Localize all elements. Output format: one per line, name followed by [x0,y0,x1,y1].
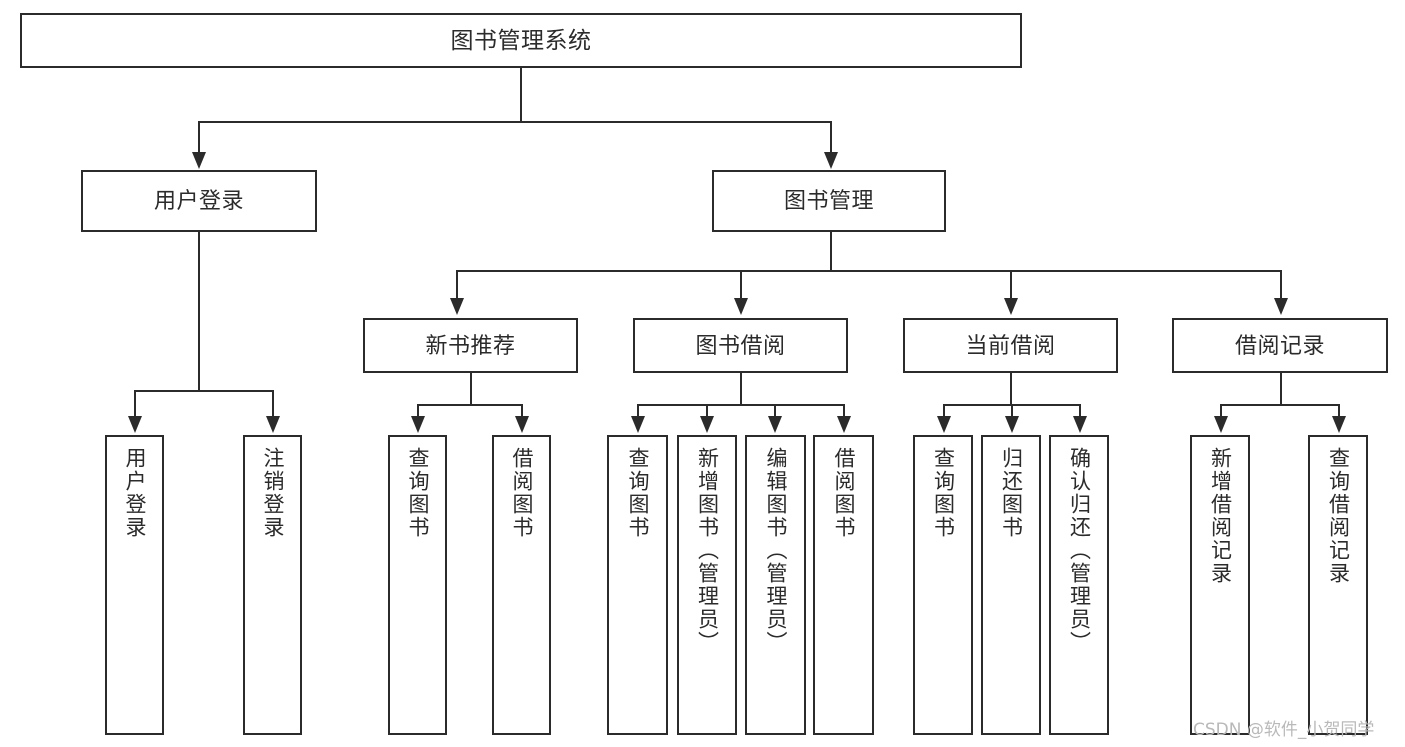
node-leaf-add-record[interactable]: 新增借阅记录 [1190,435,1250,735]
node-leaf-query-record[interactable]: 查询借阅记录 [1308,435,1368,735]
node-leaf-return-book[interactable]: 归还图书 [981,435,1041,735]
arrowhead-new-book-rec [450,298,464,315]
connector-book-mgmt-stem [830,232,832,272]
connector-drop-leaf-logout [272,390,274,418]
arrowhead-leaf-query-record [1332,416,1346,433]
node-leaf-query-book-3-label: 查询图书 [931,447,955,539]
connector-book-borrow-bus [637,404,845,406]
node-leaf-query-book-2[interactable]: 查询图书 [607,435,668,735]
node-leaf-return-book-label: 归还图书 [999,447,1023,539]
arrowhead-leaf-confirm-return [1073,416,1087,433]
arrowhead-leaf-query-book-2 [631,416,645,433]
node-root-label: 图书管理系统 [450,26,592,53]
node-leaf-borrow-book-1-label: 借阅图书 [510,447,533,539]
connector-drop-user-login [198,121,200,154]
node-leaf-query-book-3[interactable]: 查询图书 [913,435,973,735]
node-leaf-logout-label: 注销登录 [261,447,284,539]
node-leaf-borrow-book-2-label: 借阅图书 [832,447,855,539]
connector-new-book-rec-bus [417,404,523,406]
arrowhead-leaf-edit-book [768,416,782,433]
connector-borrow-record-bus [1220,404,1340,406]
arrowhead-leaf-borrow-book-2 [837,416,851,433]
connector-drop-leaf-add-record [1220,404,1222,418]
node-user-login-label: 用户登录 [153,188,244,214]
arrowhead-book-borrow [734,298,748,315]
node-leaf-query-record-label: 查询借阅记录 [1326,447,1350,585]
arrowhead-leaf-add-book [700,416,714,433]
arrowhead-leaf-query-book-1 [411,416,425,433]
node-leaf-user-login[interactable]: 用户登录 [105,435,164,735]
connector-drop-current-borrow [1010,270,1012,300]
node-new-book-recommend-label: 新书推荐 [425,332,516,358]
arrowhead-book-mgmt [824,152,838,169]
node-book-management[interactable]: 图书管理 [712,170,946,232]
connector-drop-leaf-add-book [706,404,708,418]
connector-user-login-stem [198,232,200,392]
node-leaf-borrow-book-1[interactable]: 借阅图书 [492,435,551,735]
connector-borrow-record-stem [1280,373,1282,405]
connector-drop-leaf-borrow-book-2 [843,404,845,418]
node-current-borrow[interactable]: 当前借阅 [903,318,1118,373]
node-borrow-record[interactable]: 借阅记录 [1172,318,1388,373]
arrowhead-borrow-record [1274,298,1288,315]
connector-drop-book-borrow [740,270,742,300]
watermark-csdn: CSDN @软件_小贺同学 [1193,720,1375,740]
node-borrow-record-label: 借阅记录 [1234,332,1325,358]
connector-level2-bus [198,121,832,123]
node-leaf-query-book-2-label: 查询图书 [626,447,649,539]
connector-user-login-bus [134,390,274,392]
node-user-login[interactable]: 用户登录 [81,170,317,232]
connector-current-borrow-stem [1010,373,1012,405]
connector-drop-leaf-confirm-return [1079,404,1081,418]
node-root[interactable]: 图书管理系统 [20,13,1022,68]
connector-drop-leaf-borrow-book-1 [521,404,523,418]
node-leaf-query-book-1-label: 查询图书 [406,447,429,539]
connector-root-stem [520,68,522,122]
connector-drop-borrow-record [1280,270,1282,300]
connector-drop-leaf-edit-book [774,404,776,418]
node-leaf-query-book-1[interactable]: 查询图书 [388,435,447,735]
arrowhead-leaf-return-book [1005,416,1019,433]
node-leaf-borrow-book-2[interactable]: 借阅图书 [813,435,874,735]
arrowhead-leaf-query-book-3 [937,416,951,433]
arrowhead-leaf-borrow-book-1 [515,416,529,433]
connector-drop-leaf-query-book-1 [417,404,419,418]
node-leaf-edit-book-label: 编辑图书（管理员） [764,447,787,654]
connector-drop-leaf-query-book-3 [943,404,945,418]
node-book-borrow-label: 图书借阅 [695,332,786,358]
arrowhead-leaf-logout [266,416,280,433]
node-current-borrow-label: 当前借阅 [965,332,1056,358]
connector-drop-leaf-query-record [1338,404,1340,418]
arrowhead-current-borrow [1004,298,1018,315]
node-leaf-add-book-label: 新增图书（管理员） [695,447,719,654]
node-book-management-label: 图书管理 [783,188,874,214]
node-book-borrow[interactable]: 图书借阅 [633,318,848,373]
node-leaf-confirm-return[interactable]: 确认归还（管理员） [1049,435,1109,735]
node-leaf-user-login-label: 用户登录 [123,447,146,539]
node-leaf-add-record-label: 新增借阅记录 [1208,447,1232,585]
arrowhead-user-login [192,152,206,169]
connector-drop-new-book-rec [456,270,458,300]
node-leaf-confirm-return-label: 确认归还（管理员） [1067,447,1091,654]
arrowhead-leaf-add-record [1214,416,1228,433]
node-leaf-add-book[interactable]: 新增图书（管理员） [677,435,737,735]
connector-new-book-rec-stem [470,373,472,405]
connector-level3-bus [456,270,1280,272]
connector-drop-leaf-return-book [1011,404,1013,418]
node-leaf-edit-book[interactable]: 编辑图书（管理员） [745,435,806,735]
node-new-book-recommend[interactable]: 新书推荐 [363,318,578,373]
connector-drop-leaf-user-login [134,390,136,418]
connector-drop-leaf-query-book-2 [637,404,639,418]
connector-drop-book-mgmt [830,121,832,154]
arrowhead-leaf-user-login [128,416,142,433]
connector-book-borrow-stem [740,373,742,405]
node-leaf-logout[interactable]: 注销登录 [243,435,302,735]
